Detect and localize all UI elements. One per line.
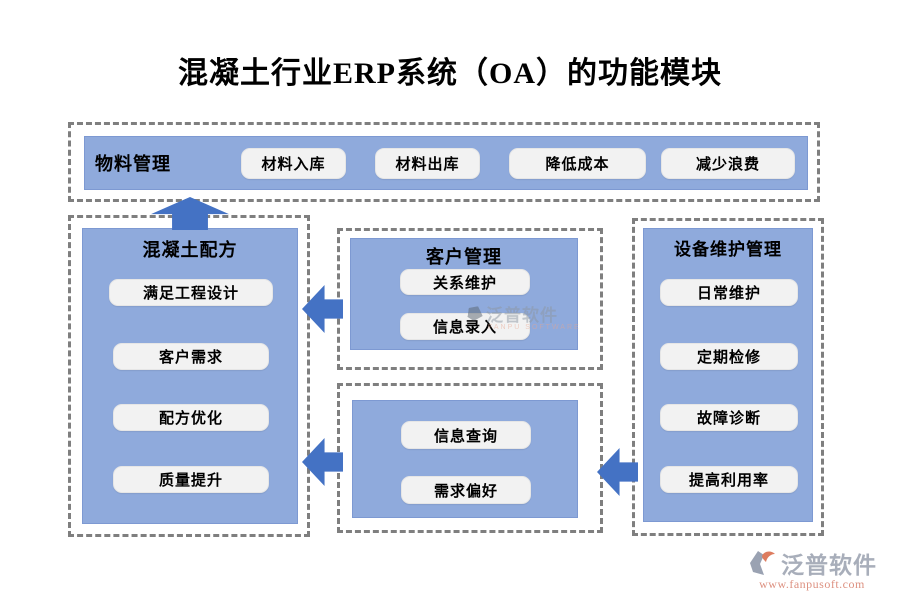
daily-maintenance-pill: 日常维护 <box>660 279 798 306</box>
brand-url: www.fanpusoft.com <box>759 577 865 591</box>
page-title: 混凝土行业ERP系统（OA）的功能模块 <box>178 57 722 90</box>
material-management-bar: 物料管理 材料入库 材料出库 降低成本 减少浪费 <box>84 136 808 190</box>
reduce-waste-pill: 减少浪费 <box>661 148 795 179</box>
improve-utilization-pill: 提高利用率 <box>660 466 798 493</box>
material-inbound-pill: 材料入库 <box>241 148 346 179</box>
material-outbound-pill: 材料出库 <box>375 148 480 179</box>
material-management-dashed-container <box>68 122 820 202</box>
periodic-overhaul-pill: 定期检修 <box>660 343 798 370</box>
reduce-cost-pill: 降低成本 <box>509 148 646 179</box>
info-query-pill: 信息查询 <box>401 421 531 449</box>
material-management-label: 物料管理 <box>95 154 171 174</box>
customer-management-title: 客户管理 <box>426 247 502 267</box>
customer-info-box: 信息查询 需求偏好 <box>352 400 578 518</box>
formula-optimization-pill: 配方优化 <box>113 404 269 431</box>
fanpu-logo-icon <box>750 551 775 575</box>
demand-preference-pill: 需求偏好 <box>401 476 531 504</box>
customer-management-dashed-container <box>337 228 603 370</box>
concrete-formula-box: 混凝土配方 满足工程设计 客户需求 配方优化 质量提升 <box>82 228 298 524</box>
equipment-maintenance-title: 设备维护管理 <box>674 240 782 259</box>
brand-name: 泛普软件 <box>781 553 877 578</box>
fault-diagnosis-pill: 故障诊断 <box>660 404 798 431</box>
relationship-maintenance-pill: 关系维护 <box>400 269 530 295</box>
customer-management-box: 客户管理 关系维护 信息录入 <box>350 238 578 350</box>
engineering-design-pill: 满足工程设计 <box>109 279 273 306</box>
concrete-formula-title: 混凝土配方 <box>142 240 238 260</box>
customer-demand-pill: 客户需求 <box>113 343 269 370</box>
equipment-maintenance-dashed-container <box>632 218 824 536</box>
info-entry-pill: 信息录入 <box>400 313 530 340</box>
equipment-maintenance-box: 设备维护管理 日常维护 定期检修 故障诊断 提高利用率 <box>643 228 813 522</box>
brand-footer: 泛普软件 www.fanpusoft.com <box>732 546 892 592</box>
quality-improvement-pill: 质量提升 <box>113 466 269 493</box>
